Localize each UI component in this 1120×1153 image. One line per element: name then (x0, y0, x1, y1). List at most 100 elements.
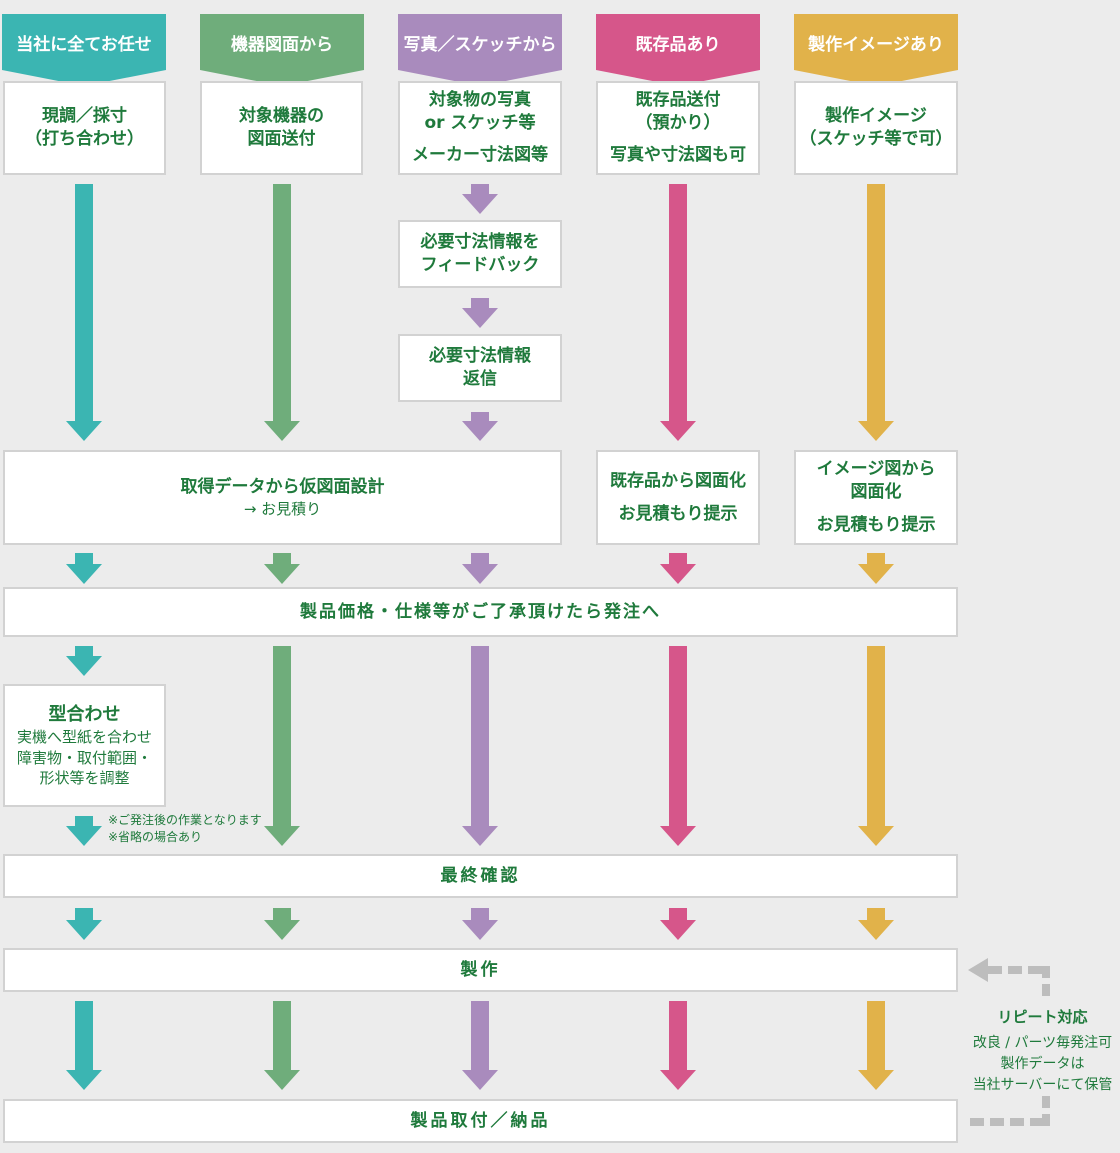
box-line: 必要寸法情報 (429, 346, 531, 367)
arrow-order-to-final-3-head-icon (462, 826, 498, 846)
arrow-design-to-order-5-shaft (867, 553, 885, 564)
arrow-order-to-final-5-shaft (867, 646, 885, 826)
box-line: （預かり） (635, 112, 721, 133)
step1-image-box: 製作イメージ （スケッチ等で可） (794, 81, 958, 175)
repeat-title: リピート対応 (997, 1008, 1088, 1026)
arrow-final-to-production-1-head-icon (66, 920, 102, 940)
arrow-production-to-delivery-2-head-icon (264, 1070, 300, 1090)
box-subline: 実機へ型紙を合わせ (16, 728, 152, 747)
arrow-production-to-delivery-5-head-icon (858, 1070, 894, 1090)
arrow-order-to-fitting-shaft (75, 646, 93, 656)
arrow-design-to-order-2-shaft (273, 553, 291, 564)
arrow-final-to-production-4-head-icon (660, 920, 696, 940)
header-all-delegate: 当社に全てお任せ (2, 14, 166, 86)
delivery-box: 製品取付／納品 (3, 1099, 958, 1143)
box-line: 取得データから仮図面設計 (180, 476, 385, 497)
provisional-design-box: 取得データから仮図面設計 → お見積り (3, 450, 562, 545)
header-label: 機器図面から (200, 14, 364, 70)
arrow-fitting-to-final-shaft (75, 816, 93, 826)
arrow-design-to-order-5-head-icon (858, 564, 894, 584)
arrow-design-to-order-2-head-icon (264, 564, 300, 584)
arrow-col3-to-design-shaft (471, 412, 489, 421)
arrow-col3-to-feedback-head-icon (462, 194, 498, 214)
arrow-production-to-delivery-4-head-icon (660, 1070, 696, 1090)
note-line: ※省略の場合あり (108, 829, 203, 844)
repeat-dash-top (988, 966, 1050, 974)
box-line: 最終確認 (440, 865, 521, 886)
header-production-image: 製作イメージあり (794, 14, 958, 86)
arrow-final-to-production-4-shaft (669, 908, 687, 920)
arrow-order-to-final-2-shaft (273, 646, 291, 826)
arrow-col5-to-design-shaft (867, 184, 885, 421)
arrow-final-to-production-3-head-icon (462, 920, 498, 940)
arrow-col4-to-design-head-icon (660, 421, 696, 441)
box-line: （スケッチ等で可） (799, 129, 953, 149)
repeat-line: 改良 / パーツ毎発注可 (972, 1034, 1113, 1051)
arrow-col5-to-design-head-icon (858, 421, 894, 441)
box-line: or スケッチ等 (424, 112, 536, 133)
box-line: メーカー寸法図等 (412, 145, 548, 166)
box-line: 対象機器の (239, 106, 324, 127)
step1-photo-box: 対象物の写真 or スケッチ等 メーカー寸法図等 (398, 81, 562, 175)
arrow-production-to-delivery-2-shaft (273, 1001, 291, 1070)
image-drawing-box: イメージ図から 図面化 お見積もり提示 (794, 450, 958, 545)
box-line: フィードバック (420, 255, 540, 275)
header-device-drawing: 機器図面から (200, 14, 364, 86)
arrow-col4-to-design-shaft (669, 184, 687, 421)
box-line: 対象物の写真 (429, 89, 531, 110)
box-line: 製作 (460, 959, 501, 980)
box-subline: 障害物・取付範囲・ (16, 748, 152, 767)
arrow-order-to-final-2-head-icon (264, 826, 300, 846)
arrow-production-to-delivery-1-head-icon (66, 1070, 102, 1090)
header-photo-sketch: 写真／スケッチから (398, 14, 562, 86)
repeat-line: 当社サーバーにて保管 (972, 1076, 1113, 1093)
box-line: 図面化 (850, 482, 902, 503)
repeat-dash-bottom (970, 1118, 1050, 1126)
box-line: 図面送付 (247, 129, 316, 149)
final-check-box: 最終確認 (3, 854, 958, 898)
box-subline: → お見積り (243, 499, 322, 518)
fitting-notes: ※ご発注後の作業となります ※省略の場合あり (108, 812, 278, 846)
box-line: 写真や寸法図も可 (610, 145, 746, 166)
repeat-line: 製作データは (1000, 1055, 1085, 1072)
arrow-production-to-delivery-4-shaft (669, 1001, 687, 1070)
arrow-col2-to-design-shaft (273, 184, 291, 421)
arrow-order-to-final-5-head-icon (858, 826, 894, 846)
arrow-col1-to-design-head-icon (66, 421, 102, 441)
repeat-arrow-head-icon (968, 958, 988, 982)
box-line: 製作イメージ (825, 106, 927, 127)
arrow-fitting-to-final-head-icon (66, 826, 102, 846)
production-box: 製作 (3, 948, 958, 992)
header-existing-product: 既存品あり (596, 14, 760, 86)
arrow-design-to-order-4-shaft (669, 553, 687, 564)
arrow-col3-to-feedback-shaft (471, 184, 489, 194)
arrow-order-to-fitting-head-icon (66, 656, 102, 676)
box-line: 既存品送付 (635, 89, 721, 110)
arrow-production-to-delivery-5-shaft (867, 1001, 885, 1070)
box-line: 返信 (463, 369, 497, 389)
repeat-note: リピート対応 改良 / パーツ毎発注可 製作データは 当社サーバーにて保管 (965, 1006, 1120, 1096)
arrow-final-to-production-5-head-icon (858, 920, 894, 940)
arrow-final-to-production-5-shaft (867, 908, 885, 920)
box-line: 既存品から図面化 (610, 470, 746, 491)
arrow-design-to-order-3-head-icon (462, 564, 498, 584)
header-label: 既存品あり (596, 14, 760, 70)
step1-send-drawing-box: 対象機器の 図面送付 (200, 81, 363, 175)
arrow-col3-to-design-head-icon (462, 421, 498, 441)
header-label: 写真／スケッチから (398, 14, 562, 70)
arrow-order-to-final-4-head-icon (660, 826, 696, 846)
box-title: 型合わせ (48, 703, 121, 725)
arrow-final-to-production-2-shaft (273, 908, 291, 920)
arrow-col1-to-design-shaft (75, 184, 93, 421)
arrow-col3-to-reply-head-icon (462, 308, 498, 328)
arrow-final-to-production-2-head-icon (264, 920, 300, 940)
box-line: （打ち合わせ） (25, 129, 144, 149)
feedback-box: 必要寸法情報を フィードバック (398, 220, 562, 288)
arrow-production-to-delivery-3-head-icon (462, 1070, 498, 1090)
box-line: お見積もり提示 (618, 503, 738, 524)
arrow-final-to-production-3-shaft (471, 908, 489, 920)
box-line: 製品価格・仕様等がご了承頂けたら発注へ (300, 601, 661, 622)
arrow-production-to-delivery-1-shaft (75, 1001, 93, 1070)
box-line: 製品取付／納品 (410, 1110, 551, 1131)
box-line: 必要寸法情報を (420, 232, 540, 253)
